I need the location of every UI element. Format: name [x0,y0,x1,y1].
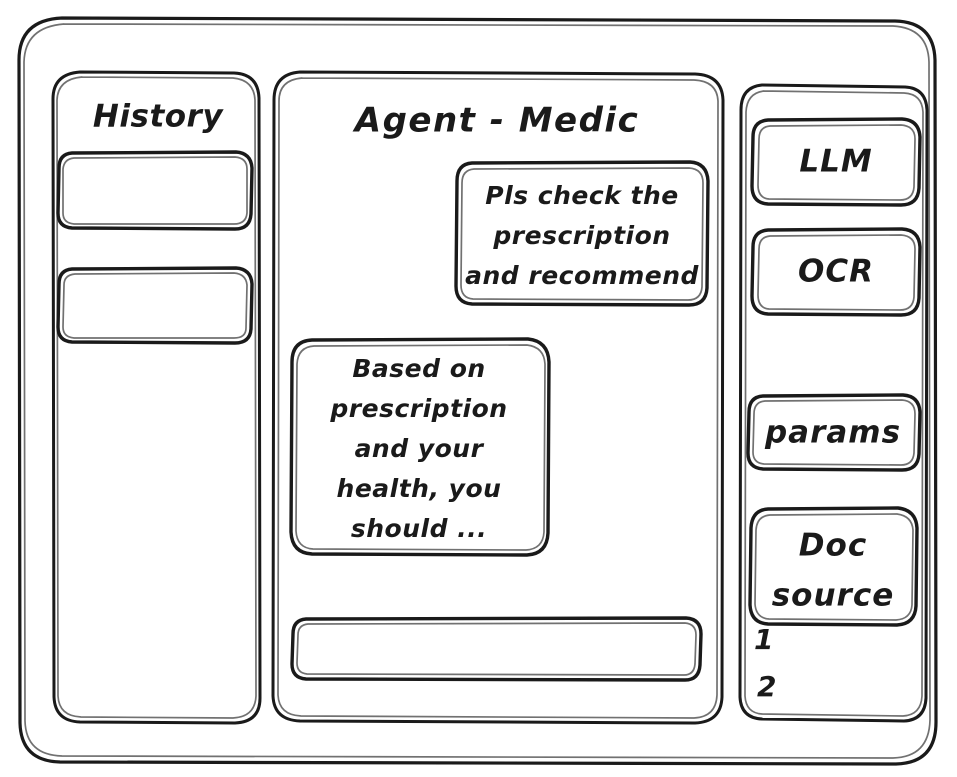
tool-button-ocr-label: OCR [798,254,874,290]
tool-button-llm[interactable]: LLM [750,117,922,207]
message-user-line-1: Pls check the [485,181,678,210]
tool-button-llm-label: LLM [799,144,872,180]
doc-source-item-1[interactable]: 1 [754,623,774,656]
doc-source-item-2[interactable]: 2 [757,670,777,703]
message-input[interactable] [290,616,703,682]
tool-button-params-label: params [764,415,901,451]
tool-button-ocr[interactable]: OCR [750,227,922,317]
agent-panel-title: Agent - Medic [352,101,640,141]
history-panel-title: History [93,99,224,135]
history-list-item-1[interactable] [56,150,254,231]
message-bubble-assistant: Based on prescription and your health, y… [289,337,551,557]
doc-source-line-1: Doc [799,528,867,564]
message-user-line-2: prescription [492,221,670,250]
doc-source-line-2: source [772,578,895,614]
tools-panel: LLM OCR params Doc source 1 2 [738,83,929,723]
agent-conversation-panel: Agent - Medic Pls check the prescription… [271,70,725,725]
tool-button-params[interactable]: params [746,393,922,472]
message-bubble-user: Pls check the prescription and recommend [454,160,710,307]
history-list-item-2[interactable] [56,266,254,345]
history-panel: History [51,70,262,725]
doc-source-box[interactable]: Doc source [748,506,919,627]
message-assistant-line-1: Based on [352,354,485,383]
message-assistant-line-4: health, you [337,474,502,503]
message-user-line-3: and recommend [465,261,699,290]
message-assistant-line-5: should ... [351,514,487,543]
message-assistant-line-3: and your [355,434,485,463]
app-window-frame [17,16,938,766]
message-assistant-line-2: prescription [329,394,507,423]
